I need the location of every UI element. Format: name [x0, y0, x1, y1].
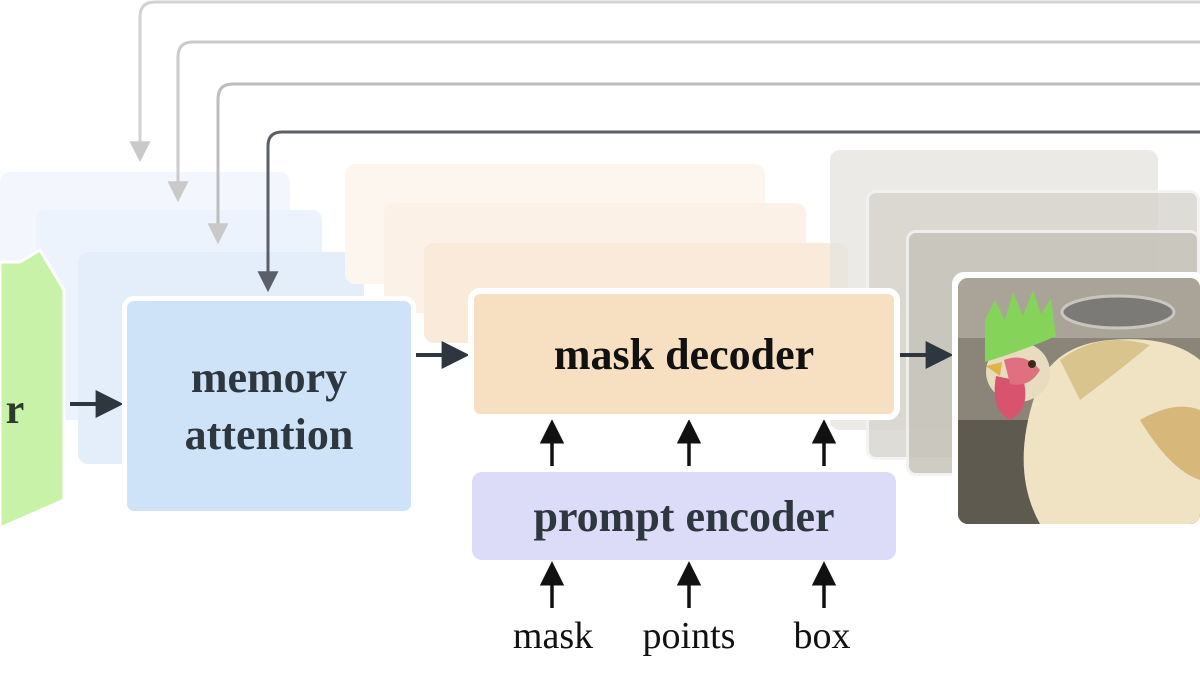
- rooster-beak: [986, 362, 1002, 376]
- pan: [1060, 294, 1176, 330]
- mask-decoder-block: mask decoder: [468, 288, 900, 420]
- prompt-input-box: box: [793, 615, 851, 657]
- memory-loop-arrow-current: [257, 130, 1200, 293]
- image-encoder-block: [0, 247, 66, 530]
- rooster-wattle: [994, 376, 1026, 420]
- memory-attention-block: memory attention: [122, 296, 416, 516]
- prompt-input-mask: mask: [512, 615, 594, 657]
- encoder-line-2: r: [5, 386, 25, 433]
- comb-mask: [985, 290, 1056, 362]
- memory-attention-line-2: attention: [184, 410, 354, 459]
- memory-loop-arrow-1: [129, 0, 1200, 163]
- prompt-input-points: points: [642, 615, 736, 657]
- memory-loop-arrow-2: [167, 40, 1200, 203]
- memory-attention-line-1: memory: [190, 352, 348, 402]
- memory-loop-arrow-3: [207, 82, 1200, 245]
- prompt-encoder-block: prompt encoder: [472, 472, 896, 560]
- output-image: [958, 278, 1200, 524]
- rooster-body: [1023, 339, 1200, 524]
- mask-decoder-label: mask decoder: [553, 329, 815, 379]
- prompt-encoder-label: prompt encoder: [533, 491, 835, 541]
- encoder-partial-text: r: [0, 350, 30, 470]
